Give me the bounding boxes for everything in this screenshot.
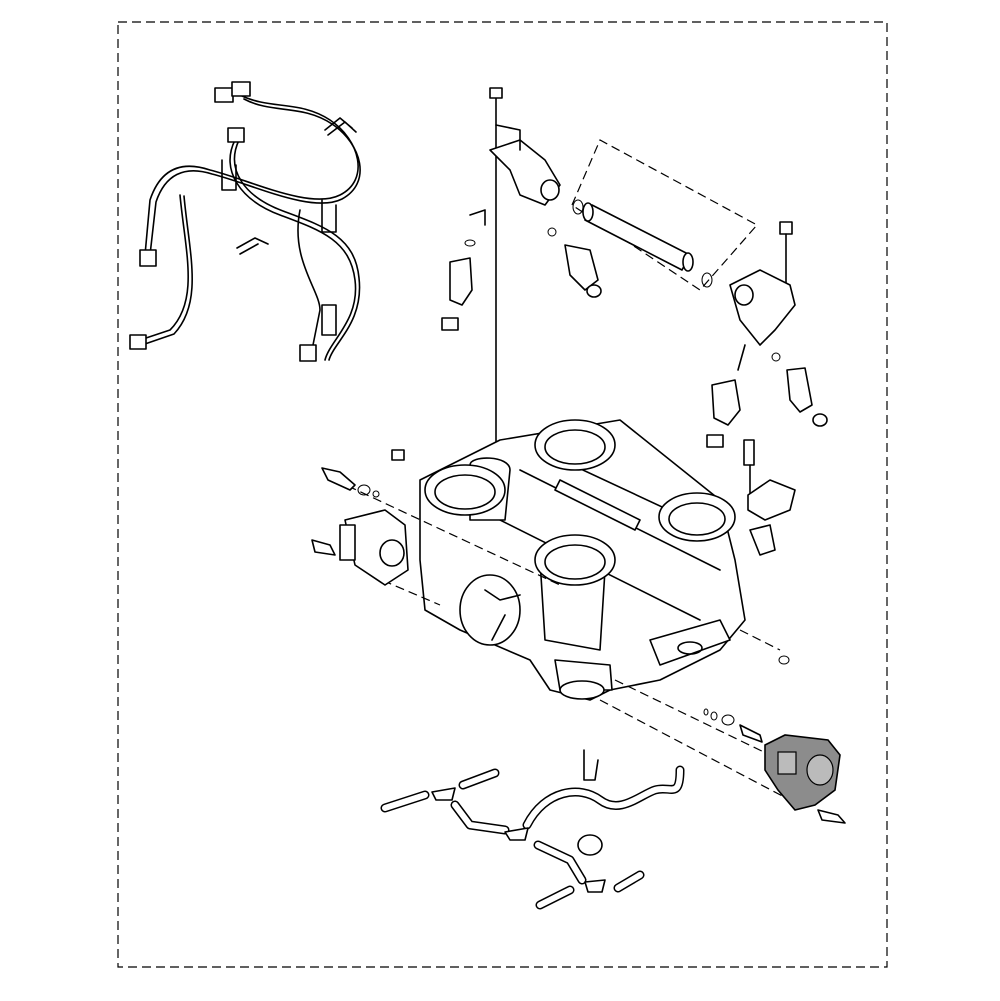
screw [743, 439, 755, 466]
clip [321, 199, 337, 233]
clip [324, 117, 357, 136]
connector [231, 81, 251, 97]
screw [817, 809, 846, 824]
throttle-bore [534, 419, 616, 471]
vacuum-hoses [380, 749, 685, 910]
screw [739, 724, 763, 743]
t-fitting [584, 879, 606, 893]
seal [441, 317, 459, 331]
seal [586, 284, 602, 298]
clamp [577, 834, 603, 856]
connector [227, 127, 245, 143]
fuel-injector [449, 257, 473, 306]
left-injector-bracket [441, 87, 602, 471]
diagram-frame [117, 21, 888, 968]
throttle-pulley [459, 574, 521, 646]
fuel-injector [564, 244, 599, 291]
connector [129, 334, 147, 350]
connector [321, 304, 337, 336]
connector [139, 249, 157, 267]
throttle-bore [658, 492, 736, 542]
wiring-harness [129, 81, 361, 362]
right-injector-bracket [706, 221, 828, 448]
screw [489, 87, 503, 99]
fuel-injector [786, 367, 813, 413]
fuel-rail [572, 199, 713, 288]
map-sensor [743, 439, 796, 556]
throttle-body-assembly [419, 419, 746, 701]
t-fitting [431, 787, 456, 801]
seal [812, 413, 828, 427]
throttle-bore [534, 534, 616, 586]
left-throttle-position-sensor [311, 449, 561, 606]
clip [583, 749, 599, 781]
spring [357, 484, 371, 496]
seal [706, 434, 724, 448]
cap [391, 449, 405, 461]
connector [299, 344, 317, 362]
clip [221, 159, 237, 191]
clip [778, 655, 790, 665]
clip [236, 237, 269, 255]
screw [311, 539, 336, 556]
shaft [554, 479, 641, 531]
spring [721, 714, 735, 726]
throttle-position-sensor-highlighted [599, 629, 846, 824]
t-fitting [504, 827, 529, 841]
screw [779, 221, 793, 235]
throttle-bore [424, 464, 506, 516]
screw [321, 467, 356, 491]
fuel-injector [711, 379, 741, 426]
fuel-rail-group-outline [571, 139, 758, 291]
connector [214, 87, 234, 103]
